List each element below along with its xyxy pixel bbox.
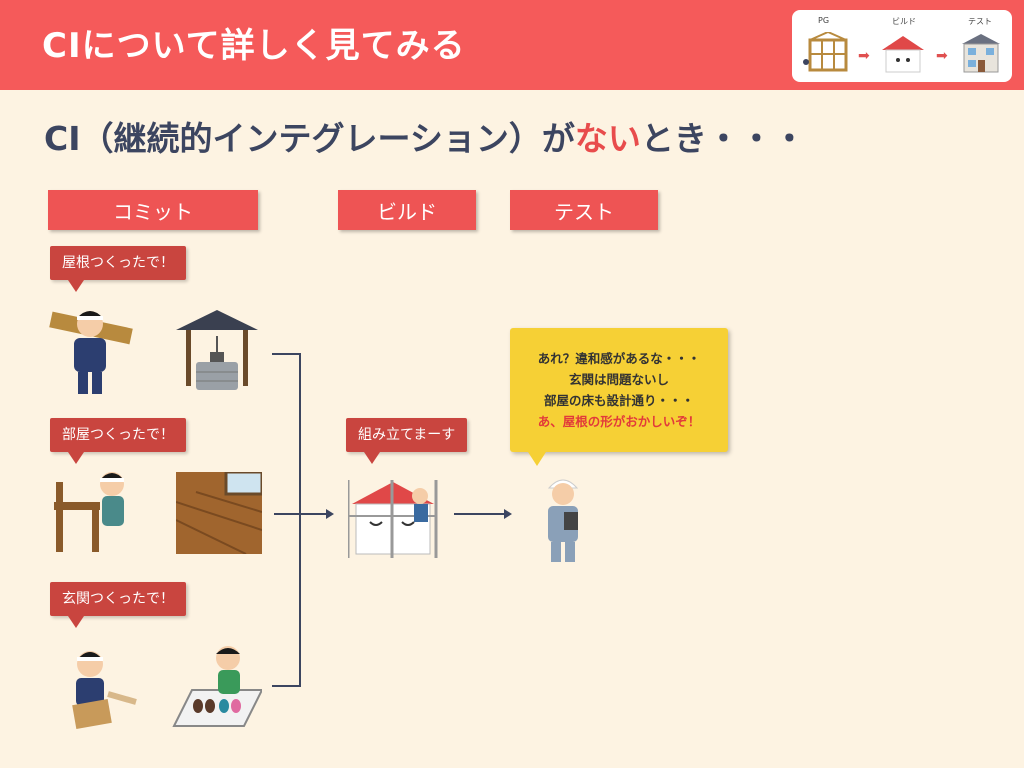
wood-floor-illustration xyxy=(176,472,262,554)
carpenter-lumber-illustration xyxy=(49,311,133,394)
flow-label-pg: PG xyxy=(818,16,830,25)
flow-arrow-icon: ➡ xyxy=(858,48,870,64)
house-construction-illustration xyxy=(348,480,438,558)
entrance-shoes-illustration xyxy=(172,646,262,727)
building-icon xyxy=(962,34,1000,73)
house-icon xyxy=(882,36,924,73)
carpenter-chair-illustration xyxy=(54,472,124,552)
flow-arrow-icon: ➡ xyxy=(936,48,948,64)
test-warning-line: あ、屋根の形がおかしいぞ！ xyxy=(537,414,701,429)
test-comment-line: あれ？違和感があるな・・・ xyxy=(537,351,701,366)
flow-label-build: ビルド xyxy=(892,17,916,26)
slide-subtitle: CI（継続的インテグレーション）がないとき・・・ xyxy=(44,112,806,160)
entrance-bubble: 玄関つくったで！ xyxy=(50,582,186,628)
inspector-illustration xyxy=(547,479,579,562)
carpenter-saw-illustration xyxy=(72,651,137,729)
page-title: CIについて詳しく見てみる xyxy=(42,26,466,66)
subtitle-text: CI（継続的インテグレーション）が xyxy=(44,119,575,158)
stage-commit-label: コミット xyxy=(48,190,258,230)
well-illustration xyxy=(176,310,258,390)
header-bar: CIについて詳しく見てみる PG ビルド テスト ➡ ➡ xyxy=(0,0,1024,90)
test-comment-bubble: あれ？違和感があるな・・・ 玄関は問題ないし 部屋の床も設計通り・・・ あ、屋根… xyxy=(510,328,728,466)
subtitle-highlight: ない xyxy=(574,119,641,158)
assemble-bubble: 組み立てまーす xyxy=(346,418,468,464)
test-comment-line: 玄関は問題ないし xyxy=(568,372,669,387)
stage-test-label: テスト xyxy=(510,190,658,230)
flow-diagram: PG ビルド テスト ➡ ➡ xyxy=(792,10,1012,82)
subtitle-end: とき・・・ xyxy=(640,119,806,158)
merge-connector xyxy=(272,353,512,687)
house-frame-icon xyxy=(803,32,848,72)
room-bubble: 部屋つくったで！ xyxy=(50,418,186,464)
stage-build-label: ビルド xyxy=(338,190,476,230)
flow-label-test: テスト xyxy=(968,17,992,26)
test-comment-line: 部屋の床も設計通り・・・ xyxy=(543,393,694,408)
roof-bubble: 屋根つくったで！ xyxy=(50,246,186,292)
